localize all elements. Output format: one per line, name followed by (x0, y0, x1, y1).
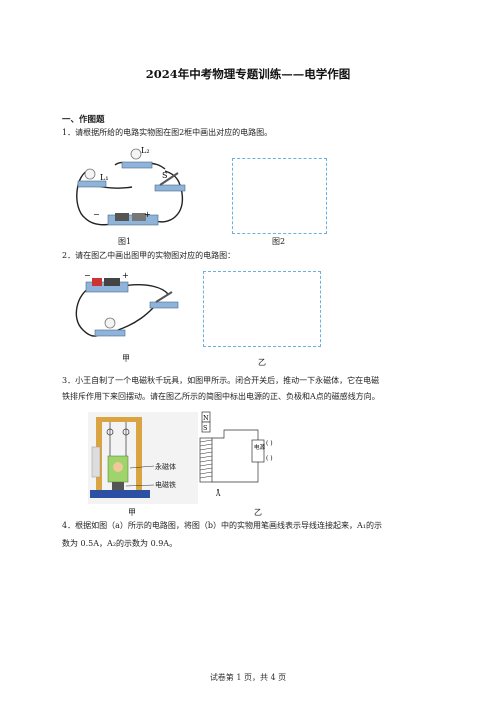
question-4-line-1: 4．根据如图（a）所示的电路图，将图（b）中的实物用笔画线表示导线连接起来，A₁… (62, 521, 382, 530)
q3-label-a: A (215, 491, 221, 498)
q3-paren-bottom: ( ) (266, 455, 273, 462)
question-4-line-2: 数为 0.5A，A₂的示数为 0.9A。 (62, 539, 178, 548)
q3-label-s: S (203, 424, 207, 432)
section-heading: 一、作图题 (62, 115, 105, 125)
question-1-text: 1．请根据所给的电路实物图在图2框中画出对应的电路图。 (62, 128, 273, 137)
q3-swing-photo: 永磁体 电磁铁 (88, 412, 198, 504)
q2-circuit-photo: − + (75, 271, 179, 337)
q1-fig1-caption: 图1 (118, 237, 132, 246)
question-2-text: 2．请在图乙中画出图甲的实物图对应的电路图： (62, 251, 236, 260)
question-3-line-2: 铁排斥作用下来回摆动。请在图乙所示的简图中标出电源的正、负极和A点的磁感线方向。 (62, 392, 380, 401)
q1-fig2-caption: 图2 (272, 237, 286, 246)
q3-fig-a-caption: 甲 (128, 508, 136, 517)
q2-label-plus: + (122, 271, 129, 280)
q2-fig-a-caption: 甲 (122, 354, 130, 363)
q1-label-l1: L₁ (100, 173, 109, 182)
q2-answer-box[interactable] (203, 271, 321, 347)
q1-circuit-photo: L₂ L₁ S − + (76, 146, 186, 226)
page-title: 2024年中考物理专题训练——电学作图 (145, 67, 351, 81)
q2-fig-b-caption: 乙 (258, 358, 266, 367)
page-footer: 试卷第 1 页，共 4 页 (209, 673, 287, 682)
q1-label-minus: − (93, 210, 100, 219)
q3-label-electromagnet: 电磁铁 (155, 480, 176, 489)
q3-label-n: N (203, 414, 209, 422)
q3-circuit-diagram: N S 电源 ( ) ( ) A (199, 411, 273, 498)
q1-answer-box[interactable] (232, 158, 327, 234)
q1-label-s: S (162, 171, 167, 180)
q3-fig-b-caption: 乙 (254, 508, 262, 517)
q2-label-minus: − (84, 271, 91, 280)
q3-label-power: 电源 (254, 443, 266, 451)
question-3-line-1: 3．小王自制了一个电磁秋千玩具，如图甲所示。闭合开关后，推动一下永磁体，它在电磁 (62, 376, 380, 385)
q1-label-plus: + (144, 210, 151, 219)
q1-label-l2: L₂ (141, 146, 150, 155)
q3-label-magnet: 永磁体 (155, 462, 176, 471)
q3-paren-top: ( ) (266, 440, 273, 447)
